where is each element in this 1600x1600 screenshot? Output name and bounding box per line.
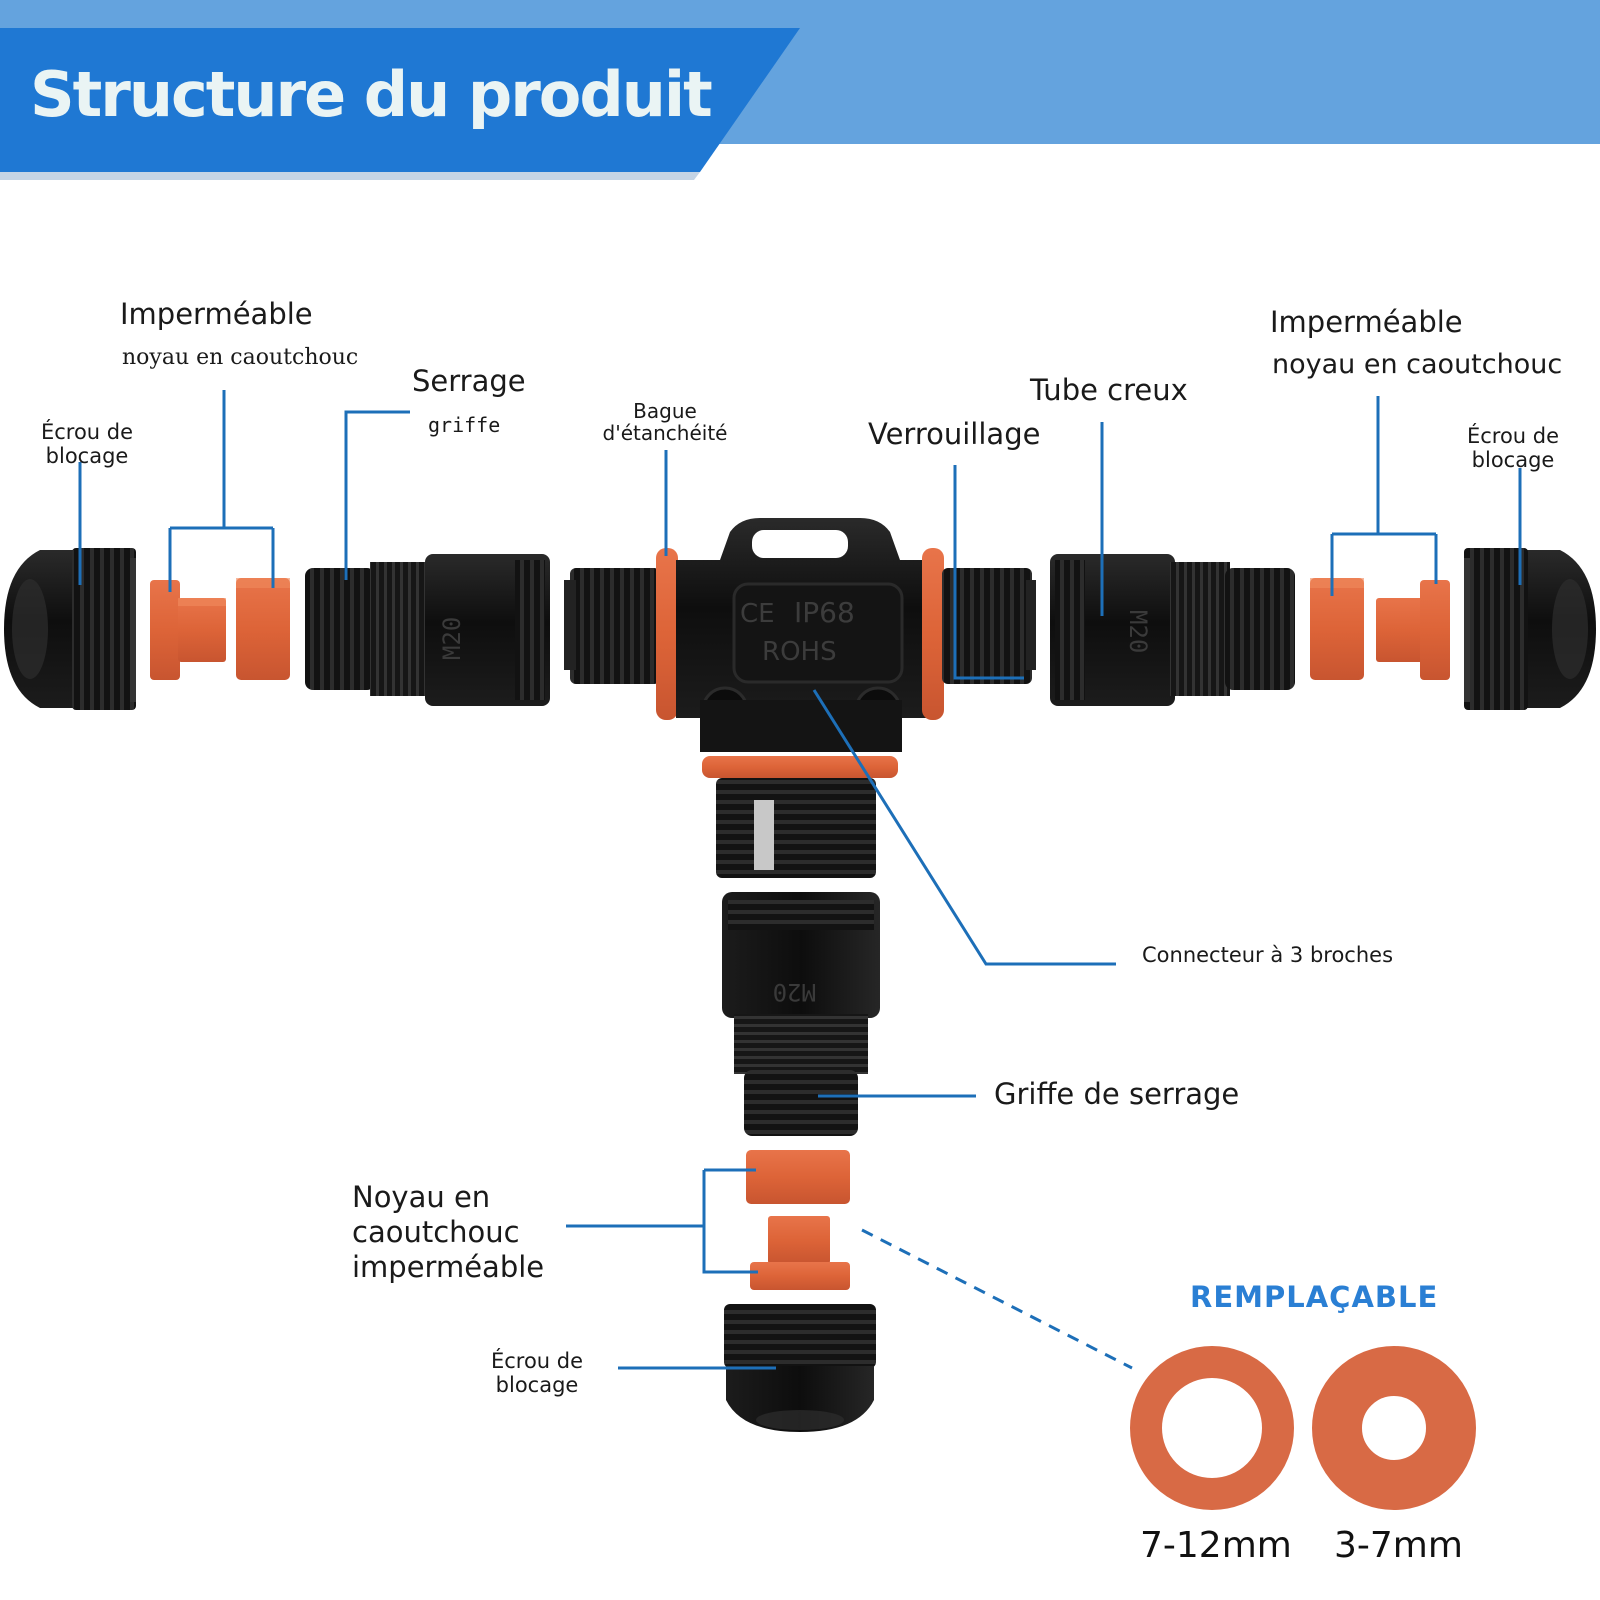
label-left-waterproof-title: Imperméable [120,297,313,331]
label-right-lock-nut-line1: Écrou de [1466,424,1560,448]
label-bottom-rubber-core: Noyau en caoutchouc imperméable [352,1180,544,1284]
right-rubber-core-plain [1310,578,1364,680]
label-bottom-rubber-core-line3: imperméable [352,1249,545,1284]
label-right-lock-nut-line2: blocage [1471,447,1555,472]
body-ce-marking: CE [740,599,775,629]
washer-size-small: 3-7mm [1334,1525,1463,1566]
label-lock: Verrouillage [868,417,1041,451]
bottom-rubber-core-plain [746,1150,850,1204]
tee-body: CE IP68 ROHS [676,518,926,752]
seal-ring-bottom [702,756,898,778]
label-left-waterproof-subtitle: noyau en caoutchouc [122,345,359,370]
label-left-lock-nut-line2: blocage [45,443,129,468]
right-clamp-cap: M20 [1050,554,1295,706]
label-bottom-rubber-core-line1: Noyau en [352,1180,491,1214]
left-rubber-core-flanged [150,580,226,680]
page-title: Structure du produit [30,58,713,131]
right-rubber-core-flanged [1376,580,1450,680]
bottom-coupling [716,778,876,878]
thread-size-marking: M20 [773,978,816,1006]
left-rubber-core-plain [236,578,290,680]
label-bottom-lock-nut-line1: Écrou de [490,1349,584,1373]
thread-size-marking: M20 [1124,610,1152,653]
seal-ring-left [656,548,678,720]
replaceable-heading: REMPLAÇABLE [1190,1280,1439,1314]
washer-large-bore [1130,1346,1294,1510]
body-ip-marking: IP68 [794,596,855,629]
leader-lines [78,390,1522,1370]
label-seal-ring-line2: d'étanchéité [602,421,728,446]
seal-ring-right [922,548,944,720]
washer-size-large: 7-12mm [1140,1525,1292,1566]
label-clamp-subtitle: griffe [428,413,501,437]
body-rohs-marking: ROHS [762,637,837,667]
label-seal-ring-line1: Bague [633,399,697,423]
label-hollow-tube: Tube creux [1030,373,1188,407]
label-connector: Connecteur à 3 broches [1142,943,1394,967]
bottom-lock-nut [724,1304,876,1432]
label-left-lock-nut-line1: Écrou de [40,420,134,444]
label-bottom-lock-nut: Écrou de blocage [474,1349,600,1397]
left-clamp-cap: M20 [305,554,550,706]
left-coupling [564,568,660,684]
washer-small-bore [1312,1346,1476,1510]
label-right-waterproof-title: Imperméable [1270,305,1463,339]
right-lock-nut [1464,548,1596,710]
bottom-clamp-cap: M20 [722,892,880,1136]
label-bottom-rubber-core-line2: caoutchouc [352,1214,520,1249]
header-title-tab [0,28,800,172]
label-clamp-claw: Griffe de serrage [994,1077,1240,1111]
label-bottom-lock-nut-line2: blocage [495,1372,579,1397]
label-right-lock-nut: Écrou de blocage [1450,424,1576,472]
label-seal-ring: Bague d'étanchéité [580,400,750,445]
thread-size-marking: M20 [438,617,466,660]
right-coupling [942,568,1036,684]
left-lock-nut [4,548,136,710]
label-clamp-title: Serrage [412,364,526,398]
bottom-rubber-core-flanged [750,1216,850,1290]
label-right-waterproof-subtitle: noyau en caoutchouc [1272,349,1563,380]
label-left-lock-nut: Écrou de blocage [24,420,150,468]
